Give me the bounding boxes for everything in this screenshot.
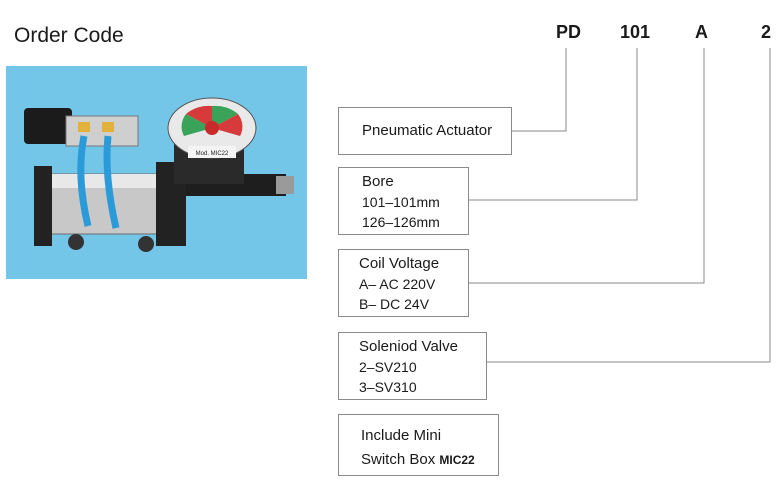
code-valve: 2	[761, 22, 772, 42]
switch-line2: Switch Box	[361, 451, 436, 468]
voltage-option-a: A– AC 220V	[359, 276, 436, 292]
actuator-label: Pneumatic Actuator	[362, 122, 493, 139]
actuator-illustration: Mod. MIC22	[6, 66, 307, 279]
valve-option-2: 2–SV210	[359, 359, 417, 375]
gauge-label: Mod. MIC22	[196, 151, 229, 157]
bore-heading: Bore	[362, 173, 394, 190]
bore-option-101: 101–101mm	[362, 194, 440, 210]
switch-heading: Include Mini	[361, 427, 442, 444]
code-voltage: A	[695, 22, 708, 42]
valve-option-3: 3–SV310	[359, 379, 417, 395]
connector-model	[512, 48, 567, 132]
voltage-option-b: B– DC 24V	[359, 296, 430, 312]
box-coil-voltage: Coil Voltage A– AC 220V B– DC 24V	[338, 249, 469, 317]
valve-heading: Soleniod Valve	[359, 338, 458, 355]
product-photo: Mod. MIC22	[6, 66, 307, 279]
box-solenoid-valve: Soleniod Valve 2–SV210 3–SV310	[338, 332, 487, 400]
switch-model: MIC22	[439, 453, 475, 467]
code-model: PD	[556, 22, 582, 42]
code-bore: 101	[620, 22, 651, 42]
page-title: Order Code	[14, 24, 124, 47]
voltage-heading: Coil Voltage	[359, 255, 440, 272]
bore-option-126: 126–126mm	[362, 214, 440, 230]
box-pneumatic-actuator: Pneumatic Actuator	[338, 107, 512, 155]
connector-valve	[487, 48, 771, 363]
box-switch-box: Include Mini Switch Box MIC22	[338, 414, 499, 476]
box-bore: Bore 101–101mm 126–126mm	[338, 167, 469, 235]
connector-voltage	[469, 48, 705, 284]
